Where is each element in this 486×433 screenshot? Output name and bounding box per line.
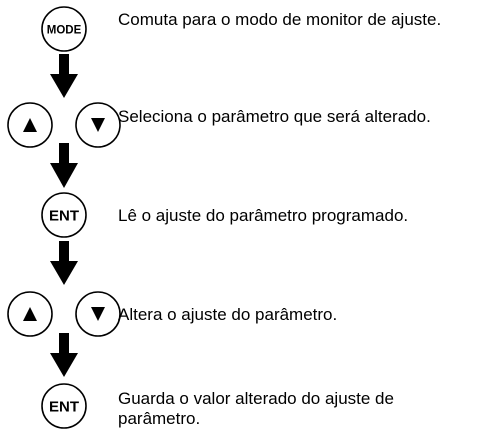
step-4-description: Altera o ajuste do parâmetro. [118,305,338,324]
down-arrow-connector [50,333,78,377]
ent-key-label: ENT [49,399,79,416]
step-5-description: Guarda o valor alterado do ajuste de par… [118,389,394,428]
down-key [75,291,121,337]
ent-key: ENT [41,383,87,429]
mode-key-label: MODE [47,25,82,37]
down-arrow-connector [50,54,78,98]
step-3-description: Lê o ajuste do parâmetro programado. [118,206,409,225]
down-triangle-icon [91,118,105,132]
up-key [7,291,53,337]
step-1-description: Comuta para o modo de monitor de ajuste. [118,10,442,29]
down-key [75,102,121,148]
down-arrow-connector [50,241,78,285]
mode-key: MODE [41,6,87,52]
up-triangle-icon [23,118,37,132]
ent-key: ENT [41,192,87,238]
down-arrow-connector [50,143,78,188]
step-2-description: Seleciona o parâmetro que será alterado. [118,107,431,126]
up-triangle-icon [23,307,37,321]
down-triangle-icon [91,307,105,321]
ent-key-label: ENT [49,208,79,225]
up-key [7,102,53,148]
